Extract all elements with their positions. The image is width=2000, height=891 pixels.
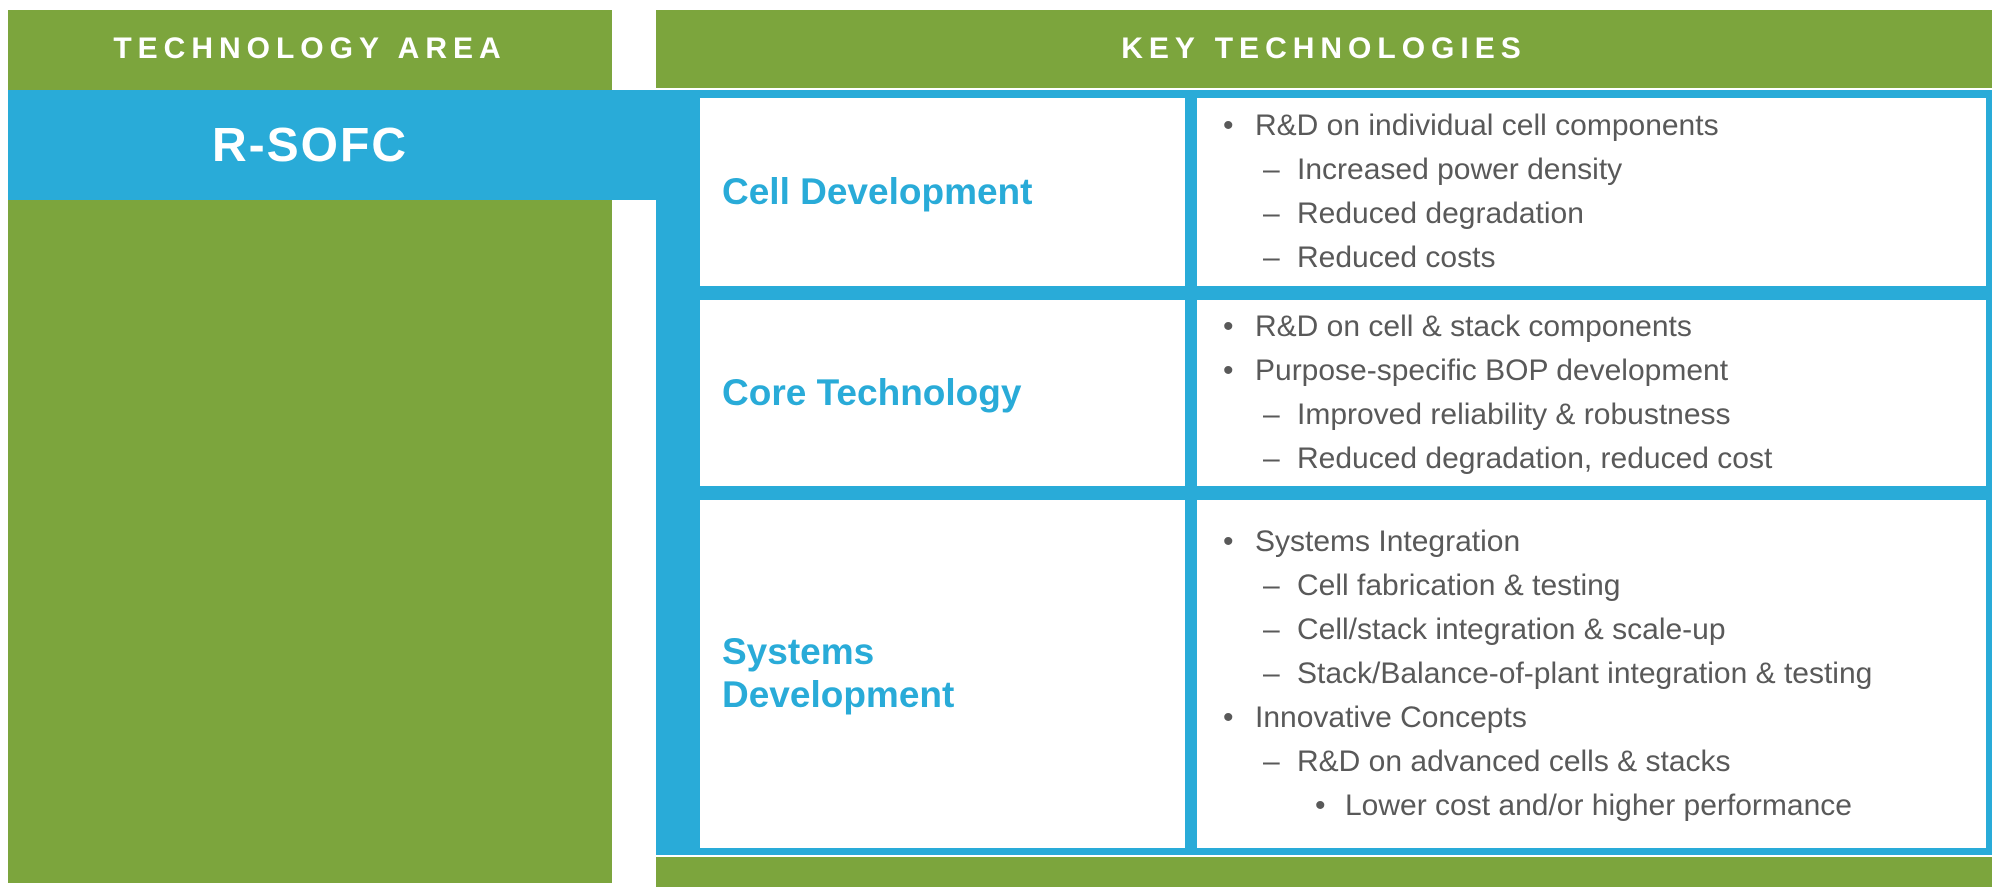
technology-area-label: R-SOFC (212, 118, 408, 172)
bullet-item: –Reduced costs (1263, 236, 1972, 280)
row-content: •Systems Integration–Cell fabrication & … (1197, 500, 1986, 848)
bullet-item: • Innovative Concepts (1223, 696, 1972, 740)
bullet-item: • Systems Integration (1223, 520, 1972, 564)
bullet-text: Stack/Balance-of-plant integration & tes… (1297, 657, 1873, 690)
bullet-list: •Systems Integration–Cell fabrication & … (1211, 520, 1972, 828)
row-label: Core Technology (700, 300, 1185, 486)
bullet-marker: – (1263, 241, 1280, 274)
key-technologies-panel: Cell Development • R&D on individual cell … (656, 90, 1992, 855)
bullet-item: –R&D on advanced cells & stacks (1263, 740, 1972, 784)
technology-row: Systems Development • Systems Integration –… (700, 500, 1986, 848)
bullet-text: Purpose-specific BOP development (1255, 354, 1729, 387)
bullet-item: –Reduced degradation, reduced cost (1263, 437, 1972, 481)
bullet-item: –Reduced degradation (1263, 192, 1972, 236)
rows: Cell Development • R&D on individual cell … (700, 98, 1986, 848)
bullet-marker: • (1223, 525, 1234, 558)
bullet-text: R&D on cell & stack components (1255, 310, 1692, 343)
bullet-marker: – (1263, 657, 1280, 690)
technology-area-band: R-SOFC (8, 90, 700, 200)
row-label: Cell Development (700, 98, 1185, 286)
bullet-list: • R&D on cell & stack components • Purpose-… (1211, 305, 1972, 481)
bullet-text: Lower cost and/or higher performance (1345, 789, 1852, 822)
bullet-marker: – (1263, 745, 1280, 778)
bullet-marker: – (1263, 398, 1280, 431)
technology-row: Core Technology • R&D on cell & stack comp… (700, 300, 1986, 486)
technology-area-header: TECHNOLOGY AREA (113, 32, 507, 65)
bullet-marker: • (1223, 109, 1234, 142)
footer-strip (656, 857, 1992, 887)
bullet-list: •R&D on individual cell components–Incre… (1211, 104, 1972, 280)
bullet-marker: – (1263, 613, 1280, 646)
bullet-marker: • (1223, 354, 1234, 387)
bullet-text: Cell/stack integration & scale-up (1297, 613, 1726, 646)
bullet-item: –Stack/Balance-of-plant integration & te… (1263, 652, 1972, 696)
bullet-item: • Purpose-specific BOP development (1223, 349, 1972, 393)
bullet-text: Systems Integration (1255, 525, 1521, 558)
bullet-text: Innovative Concepts (1255, 701, 1527, 734)
bullet-text: Improved reliability & robustness (1297, 398, 1731, 431)
bullet-item: –Cell/stack integration & scale-up (1263, 608, 1972, 652)
bullet-item: –Cell fabrication & testing (1263, 564, 1972, 608)
bullet-marker: • (1315, 789, 1326, 822)
bullet-item: –Improved reliability & robustness (1263, 393, 1972, 437)
technology-row: Cell Development • R&D on individual cell … (700, 98, 1986, 286)
bullet-text: Reduced degradation, reduced cost (1297, 442, 1773, 475)
key-technologies-header: KEY TECHNOLOGIES (656, 10, 1992, 88)
bullet-item: –Increased power density (1263, 148, 1972, 192)
bullet-item: • R&D on individual cell components (1223, 104, 1972, 148)
bullet-text: Cell fabrication & testing (1297, 569, 1621, 602)
bullet-marker: – (1263, 197, 1280, 230)
bullet-marker: – (1263, 153, 1280, 186)
row-content: •R&D on individual cell components–Incre… (1197, 98, 1986, 286)
bullet-text: Reduced costs (1297, 241, 1496, 274)
bullet-marker: • (1223, 701, 1234, 734)
bullet-item: • Lower cost and/or higher performance (1315, 784, 1972, 828)
row-label: Systems Development (700, 500, 1185, 848)
bullet-marker: • (1223, 310, 1234, 343)
bullet-item: • R&D on cell & stack components (1223, 305, 1972, 349)
bullet-marker: – (1263, 442, 1280, 475)
bullet-marker: – (1263, 569, 1280, 602)
bullet-text: R&D on advanced cells & stacks (1297, 745, 1731, 778)
bullet-text: Increased power density (1297, 153, 1623, 186)
bullet-text: R&D on individual cell components (1255, 109, 1719, 142)
bullet-text: Reduced degradation (1297, 197, 1584, 230)
row-content: • R&D on cell & stack components • Purpose-… (1197, 300, 1986, 486)
